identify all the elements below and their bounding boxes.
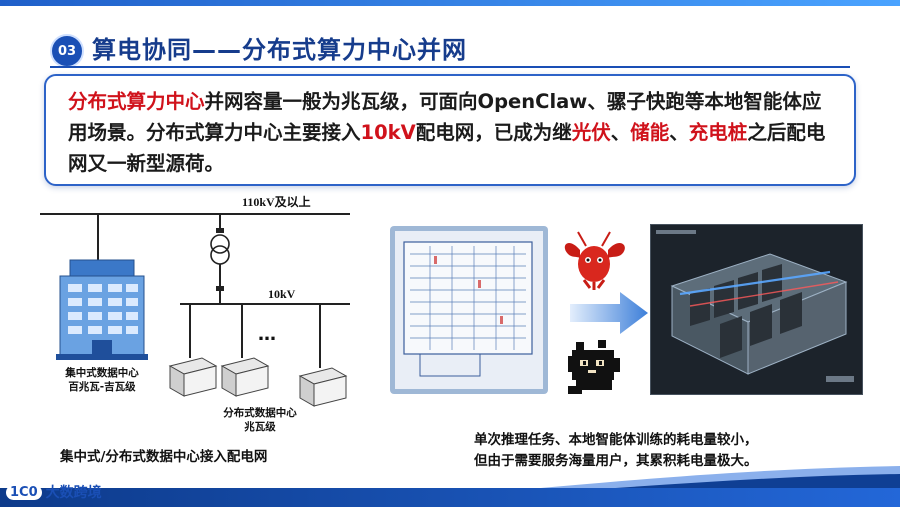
lobster-mascot-icon — [564, 231, 625, 290]
datacenter-render-image — [650, 224, 863, 395]
summary-callout: 分布式算力中心并网容量一般为兆瓦级，可面向OpenClaw、骡子快跑等本地智能体… — [44, 74, 856, 186]
mv-bus-label: 10kV — [268, 287, 296, 301]
pixel-mascot-icon — [568, 340, 620, 394]
highlight-term: 光伏 — [571, 121, 611, 144]
summary-segment: 之后配电网又一新型源荷。 — [68, 121, 826, 175]
summary-segment: 、 — [669, 121, 689, 144]
footer-bar — [0, 488, 900, 507]
right-caption-line-2: 但由于需要服务海量用户，其累积耗电量极大。 — [474, 453, 758, 469]
highlight-term: 10kV — [360, 121, 416, 144]
right-caption-line-1: 单次推理任务、本地智能体训练的耗电量较小， — [474, 432, 758, 448]
hv-bus-label: 110kV及以上 — [242, 194, 311, 209]
grid-connection-diagram: 110kV及以上 10kV … 集中式数据中心 百兆瓦-吉瓦级 — [40, 194, 350, 433]
central-dc-capacity: 百兆瓦-吉瓦级 — [68, 380, 136, 393]
floorplan-image — [390, 226, 548, 394]
left-caption: 集中式/分布式数据中心接入配电网 — [60, 449, 268, 465]
right-arrow-icon — [570, 292, 648, 334]
container-datacenter-icon — [220, 357, 270, 397]
summary-segment: 、 — [610, 121, 631, 144]
right-caption: 单次推理任务、本地智能体训练的耗电量较小， 但由于需要服务海量用户，其累积耗电量… — [474, 430, 804, 472]
container-datacenter-icon — [298, 367, 348, 407]
central-dc-label: 集中式数据中心 — [64, 366, 139, 379]
summary-segment: 并网容量一般为兆瓦级，可面向OpenClaw、骡子快跑等本地智能体应用场景。分布… — [68, 90, 822, 144]
summary-segment: 配电网，已成为继 — [415, 121, 572, 144]
logo-mark-icon: 1C0 — [6, 484, 42, 500]
footer-logo: 1C0 大数跨境 — [6, 480, 102, 504]
logo-text: 大数跨境 — [45, 485, 102, 501]
highlight-term: 充电桩 — [688, 121, 748, 144]
title-underline — [50, 66, 850, 68]
highlight-term: 储能 — [630, 121, 670, 144]
ellipsis: … — [258, 324, 276, 345]
central-datacenter-icon — [56, 259, 148, 360]
summary-text: 分布式算力中心并网容量一般为兆瓦级，可面向OpenClaw、骡子快跑等本地智能体… — [68, 86, 836, 179]
top-accent-bar — [0, 0, 900, 6]
section-number-badge: 03 — [50, 34, 84, 68]
slide-title: 算电协同——分布式算力中心并网 — [92, 36, 467, 64]
highlight-term: 分布式算力中心 — [68, 90, 205, 113]
distributed-dc-label: 分布式数据中心 — [223, 406, 297, 419]
transformer-icon — [210, 234, 230, 254]
distributed-dc-capacity: 兆瓦级 — [244, 420, 276, 433]
container-datacenter-icon — [168, 357, 218, 397]
